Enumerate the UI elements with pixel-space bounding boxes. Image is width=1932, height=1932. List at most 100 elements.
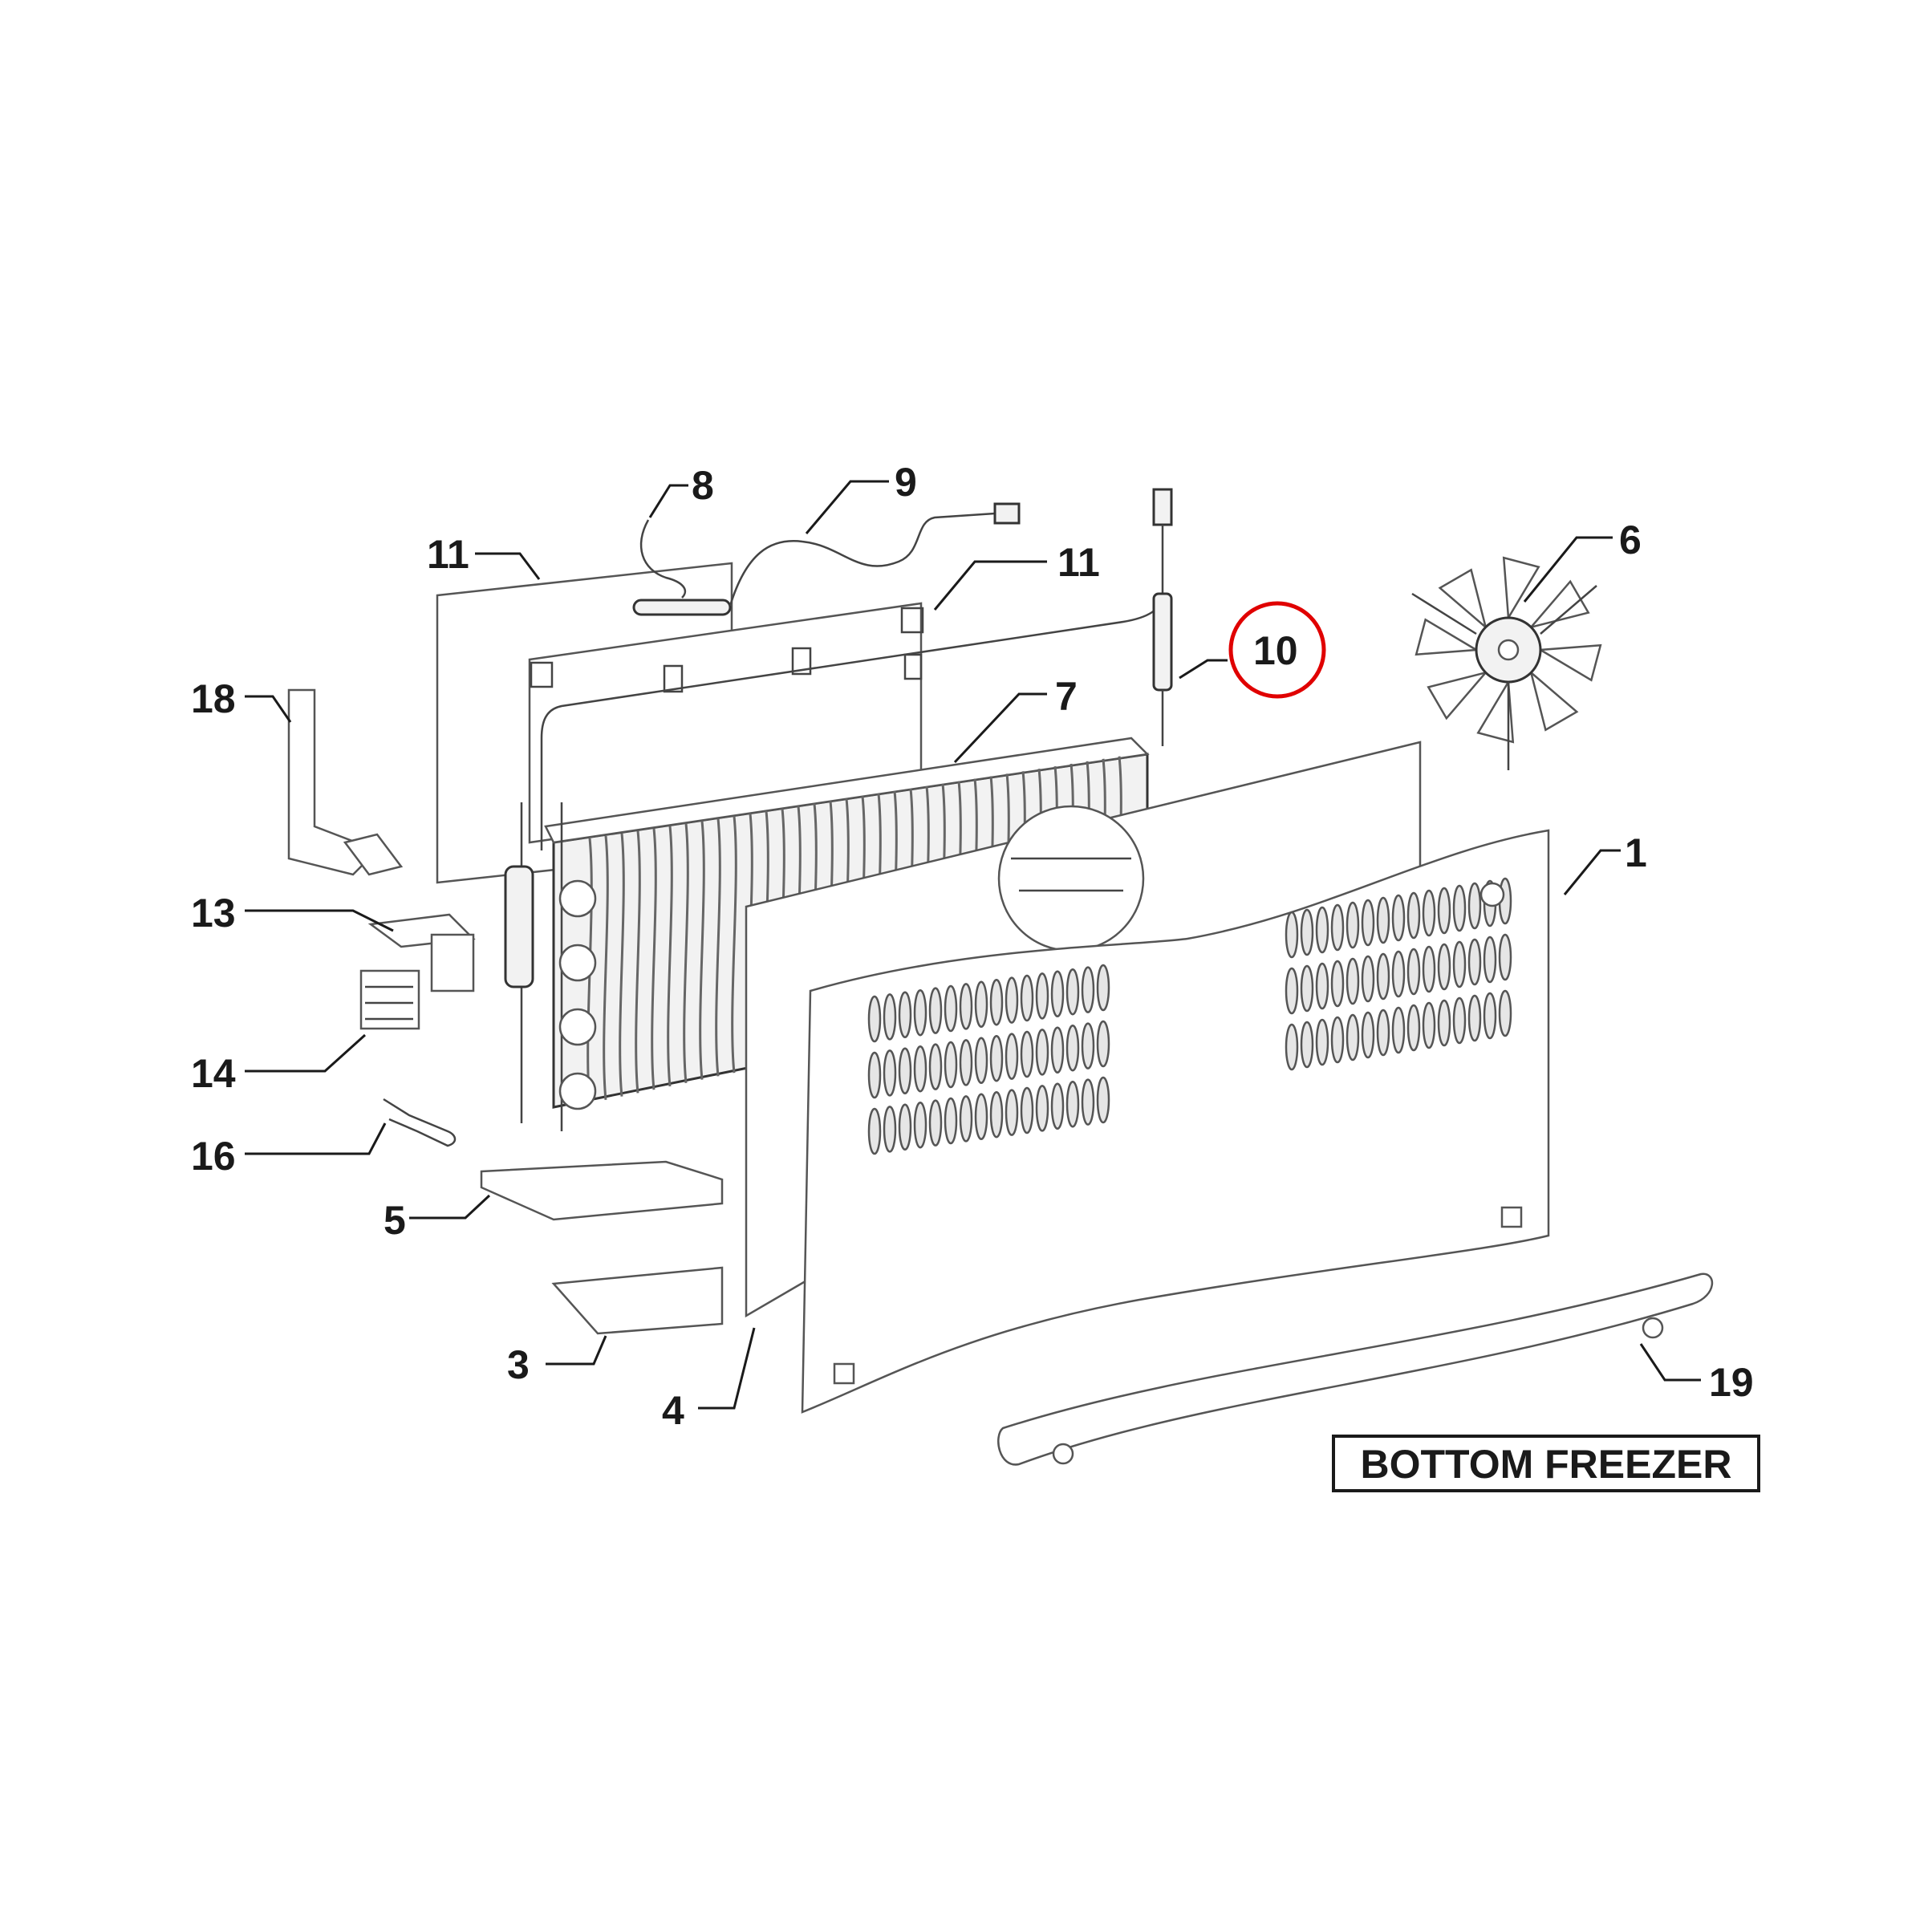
grille-slot (1005, 1089, 1019, 1136)
leader-19 (1639, 1343, 1701, 1382)
part-16-spring-clip (383, 1098, 457, 1147)
leader-11a (475, 552, 541, 580)
callout-18: 18 (191, 676, 236, 721)
grille-slot (1285, 911, 1299, 959)
leader-4 (698, 1327, 756, 1410)
part-13-clip (367, 913, 476, 992)
grille-slot (959, 1039, 973, 1086)
callout-6: 6 (1619, 518, 1642, 562)
diagram-title: BOTTOM FREEZER (1361, 1442, 1732, 1487)
grille-slot (1330, 1016, 1345, 1064)
evaporator-fin (715, 818, 721, 1077)
grille-slot (928, 1043, 943, 1090)
grille-slot (944, 1097, 958, 1145)
grille-slot (959, 983, 973, 1030)
grille-slot (1483, 992, 1497, 1040)
fan-blade (1427, 671, 1489, 720)
grille-slot (989, 978, 1004, 1026)
grille-slot (867, 1107, 882, 1155)
leader-7 (953, 692, 1047, 764)
part-9-wire-harness (729, 502, 1021, 607)
grille-slot (944, 1041, 958, 1089)
grille-slot (974, 1037, 988, 1085)
grille-slot (867, 1051, 882, 1099)
grille-slot (959, 1095, 973, 1143)
grille-slot (1437, 887, 1451, 935)
grille-slot (883, 993, 897, 1041)
grille-slot (913, 1045, 927, 1093)
grille-slot (1020, 1086, 1034, 1134)
grille-slot (1020, 1030, 1034, 1078)
grille-slot (1096, 1076, 1110, 1124)
grille-slot (1361, 1011, 1375, 1059)
grille-slot (883, 1049, 897, 1097)
evaporator-fin (683, 823, 689, 1083)
grille-slots-left (867, 964, 1110, 1155)
grille-slot (974, 1093, 988, 1141)
callout-3: 3 (507, 1342, 530, 1387)
grille-slot (1376, 952, 1390, 1000)
grille-slot (1422, 945, 1436, 993)
grille-slot (1065, 1080, 1080, 1128)
grille-slot (913, 988, 927, 1037)
grille-slot (1406, 891, 1421, 940)
grille-slot (1050, 1082, 1065, 1130)
grille-slot (898, 1047, 912, 1095)
fan-blade (1438, 568, 1488, 631)
grille-slot (867, 995, 882, 1043)
leader-13 (245, 909, 394, 932)
grille-slot (1081, 1022, 1095, 1070)
grille-slot (1498, 933, 1512, 981)
grille-slot (1065, 1024, 1080, 1072)
grille-slot (1315, 906, 1329, 954)
grille-slot (1376, 896, 1390, 944)
callout-11a: 11 (427, 532, 469, 577)
callout-8: 8 (692, 463, 714, 508)
callout-16: 16 (191, 1134, 236, 1179)
evaporator-fin (699, 821, 705, 1080)
grille-slot (1300, 908, 1314, 956)
grille-slot (1391, 950, 1406, 998)
callout-7: 7 (1055, 674, 1078, 719)
evaporator-fin (603, 835, 609, 1100)
grille-slot (1096, 1020, 1110, 1068)
grille-slot (1376, 1009, 1390, 1057)
part-5-drain-trough (480, 1160, 724, 1221)
evaporator-fin (635, 830, 641, 1094)
fan-blade (1528, 579, 1590, 629)
grille-slot (1285, 967, 1299, 1015)
part-10-thermal-fuse-wire (540, 488, 1173, 850)
grille-slot (1498, 989, 1512, 1037)
part-8-sensor (632, 519, 732, 616)
leader-8 (648, 484, 688, 518)
grille-slot (1330, 903, 1345, 952)
grille-slot (898, 991, 912, 1039)
grille-slot (1452, 996, 1467, 1045)
grille-slot (1391, 1006, 1406, 1054)
grille-slot (1035, 1029, 1049, 1076)
grille-slot (1346, 957, 1360, 1005)
grille-slot (928, 1099, 943, 1147)
leader-14 (245, 1033, 367, 1073)
callout-4: 4 (662, 1388, 684, 1433)
callout-9: 9 (895, 460, 917, 505)
grille-slot (1005, 976, 1019, 1024)
callout-10: 10 (1253, 628, 1298, 673)
fan-blade (1536, 643, 1602, 682)
grille-slot (913, 1101, 927, 1149)
leader-5 (409, 1194, 491, 1220)
grille-slot (1081, 966, 1095, 1013)
fan-blades (1414, 556, 1602, 744)
callout-labels: 1 3 4 5 6 7 8 9 10 11 11 13 14 16 18 19 (191, 460, 1754, 1433)
grille-slot (1035, 972, 1049, 1020)
fan-blade (1414, 618, 1480, 656)
grille-slot (1346, 901, 1360, 949)
grille-slot (1050, 1026, 1065, 1074)
grille-slot (1467, 938, 1482, 986)
grille-slot (1467, 882, 1482, 930)
leader-3 (546, 1335, 607, 1366)
grille-slot (1315, 1018, 1329, 1066)
grille-slot (1020, 974, 1034, 1022)
evaporator-fin (731, 815, 737, 1074)
leader-10 (1179, 659, 1228, 680)
